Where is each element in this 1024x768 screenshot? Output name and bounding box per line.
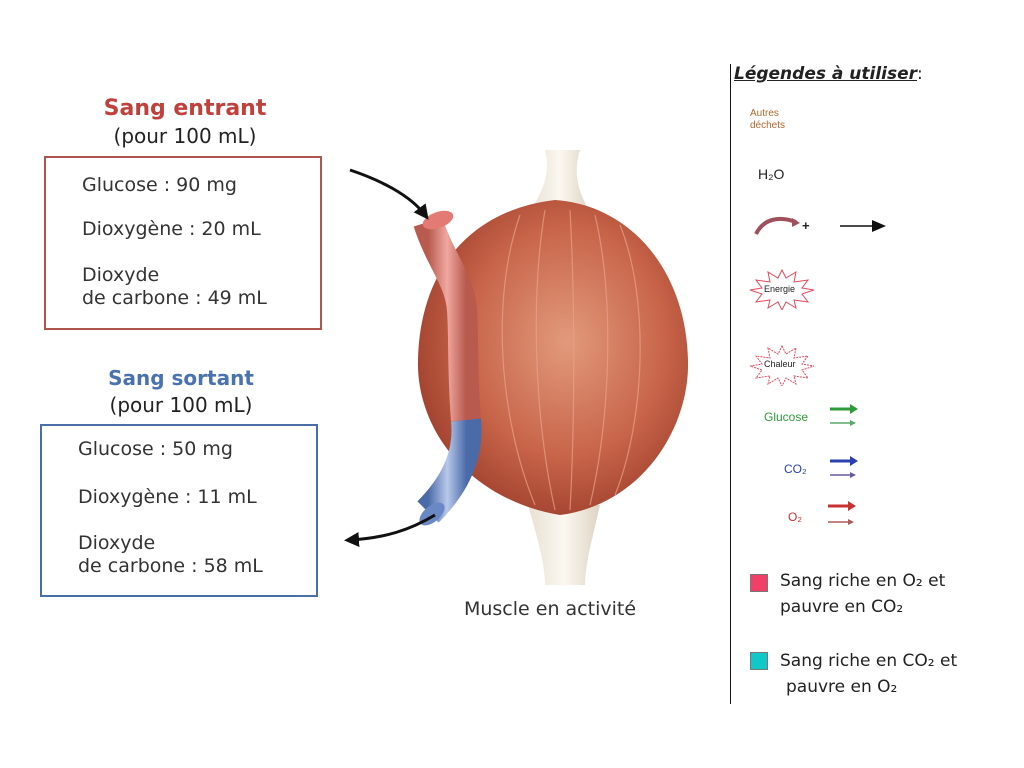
outgoing-arrow [344,513,436,547]
legend-co2: CO₂ [784,462,807,476]
incoming-subtitle: (pour 100 mL) [113,124,257,148]
lower-tendon [528,505,600,585]
legend-heat: Chaleur [764,359,796,369]
incoming-glucose: Glucose : 90 mg [82,174,237,196]
legend-o2: O₂ [788,510,802,524]
legend-note-co2-rich: Sang riche en CO₂ et pauvre en O₂ [780,648,957,700]
co2-rich-swatch [750,652,768,670]
legend-other-waste-line1: Autres [750,108,779,119]
muscle-label: Muscle en activité [463,598,637,620]
artery [413,217,481,422]
legend-title: Légendes à utiliser: [734,64,923,84]
outgoing-blood-box: Glucose : 50 mg Dioxygène : 11 mL Dioxyd… [40,424,318,597]
o2-rich-swatch [750,574,768,592]
muscle-belly [417,200,689,515]
incoming-co2-line1: Dioxyde [82,264,160,286]
outgoing-glucose: Glucose : 50 mg [78,438,233,460]
incoming-co2-line2: de carbone : 49 mL [82,287,267,309]
incoming-blood-box: Glucose : 90 mg Dioxygène : 20 mL Dioxyd… [44,156,322,330]
legend-energy: Energie [764,284,796,294]
outgoing-oxygen: Dioxygène : 11 mL [78,486,257,508]
co2-arrows-icon [830,456,858,478]
energy-star-icon [749,268,815,310]
outgoing-subtitle: (pour 100 mL) [109,393,253,417]
muscle-illustration [344,150,689,585]
legend-divider [730,64,731,704]
incoming-title: Sang entrant [103,96,267,121]
curved-arrow-icon [754,216,797,236]
note-co2-rich-line1: Sang riche en CO₂ et [780,651,958,671]
legend-reaction-arrows [754,216,886,236]
incoming-oxygen: Dioxygène : 20 mL [82,218,261,240]
o2-arrows-icon [828,501,856,525]
upper-tendon [530,150,590,212]
legend-other-waste-line2: déchets [750,120,786,131]
legend-water: H₂O [758,166,785,182]
outgoing-co2-line1: Dioxyde [78,532,156,554]
legend-glucose: Glucose [764,410,809,424]
heat-star-icon [749,344,815,386]
legend-title-colon: : [917,64,923,84]
glucose-arrows-icon [830,404,858,426]
outgoing-title: Sang sortant [108,366,254,390]
legend-other-waste: Autres déchets [750,108,785,132]
legend-note-o2-rich: Sang riche en O₂ et pauvre en CO₂ [780,568,945,620]
legend-title-text: Légendes à utiliser [734,64,918,84]
note-co2-rich-line2: pauvre en O₂ [786,677,898,697]
note-o2-rich-line2: pauvre en CO₂ [780,597,904,617]
legend-plus: + [802,218,810,233]
outgoing-co2-line2: de carbone : 58 mL [78,555,263,577]
note-o2-rich-line1: Sang riche en O₂ et [780,571,946,591]
incoming-arrow [349,168,429,220]
